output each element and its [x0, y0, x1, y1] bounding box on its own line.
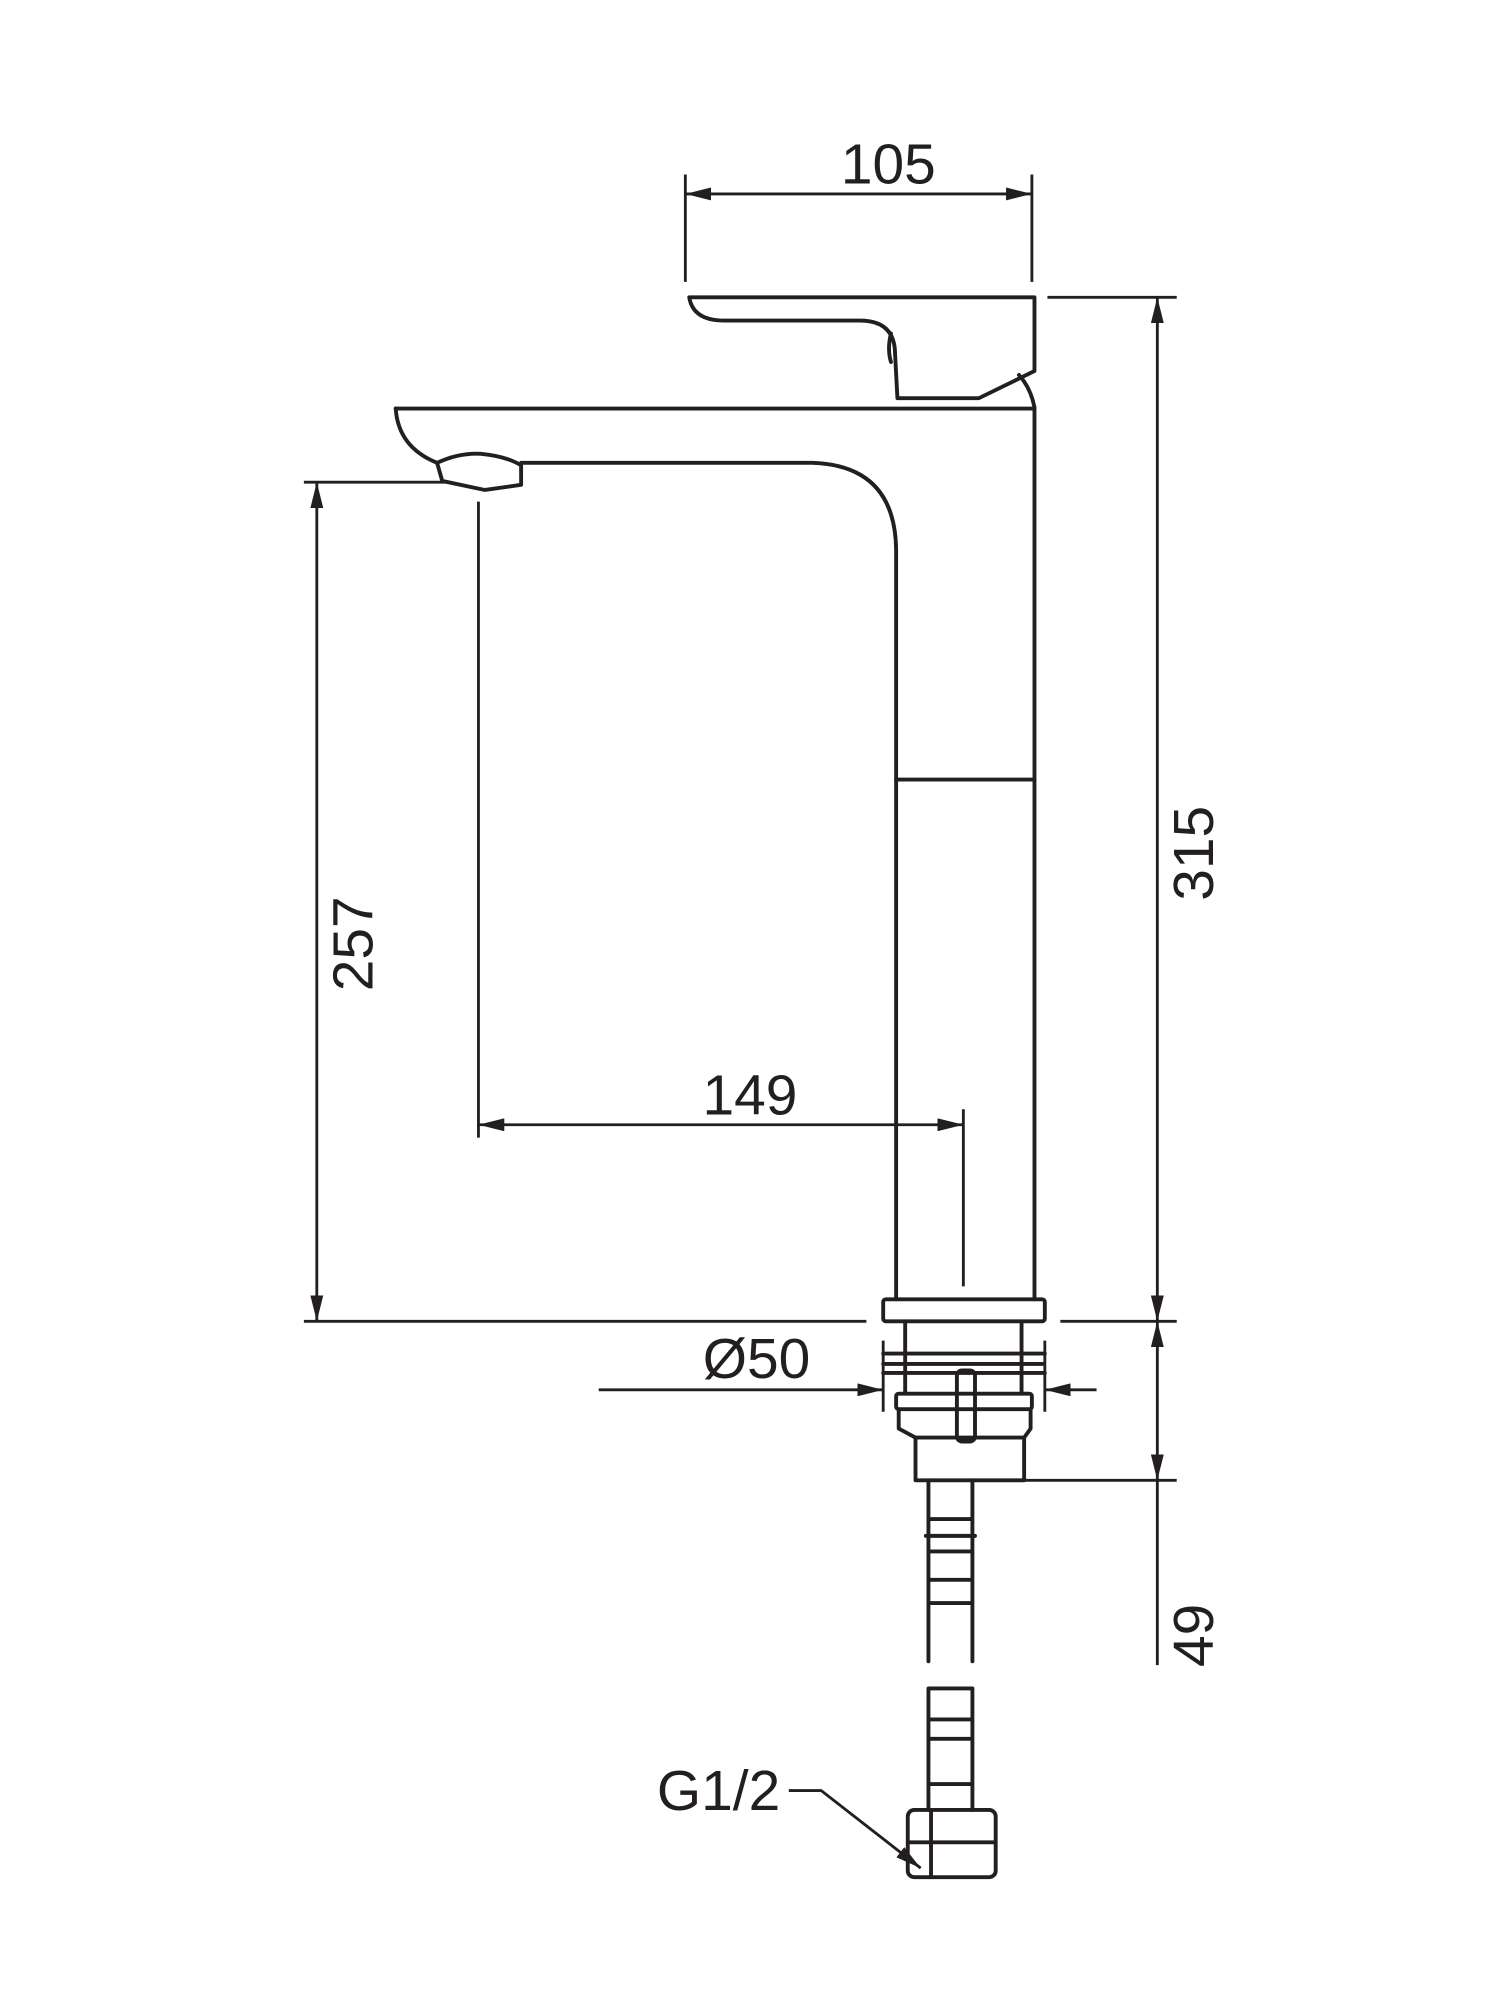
dimension-below-deck: 49	[1025, 1321, 1226, 1667]
dimension-base-diameter: Ø50	[598, 1327, 1097, 1412]
dimension-label-105: 105	[841, 133, 936, 197]
dimension-handle-width: 105	[683, 133, 1034, 282]
thread-callout: G1/2	[657, 1759, 922, 1870]
dimension-total-height: 315	[1047, 295, 1226, 1323]
faucet-body	[393, 295, 1047, 1880]
dimension-label-diameter-50: Ø50	[703, 1327, 811, 1391]
dimension-spout-reach: 149	[477, 501, 965, 1287]
dimension-label-149: 149	[703, 1063, 798, 1127]
dimension-spout-height: 257	[303, 480, 867, 1323]
dimension-label-315: 315	[1162, 806, 1226, 901]
thread-label-g1-2: G1/2	[657, 1759, 780, 1823]
dimension-label-49: 49	[1162, 1604, 1226, 1667]
dimension-label-257: 257	[321, 896, 385, 991]
